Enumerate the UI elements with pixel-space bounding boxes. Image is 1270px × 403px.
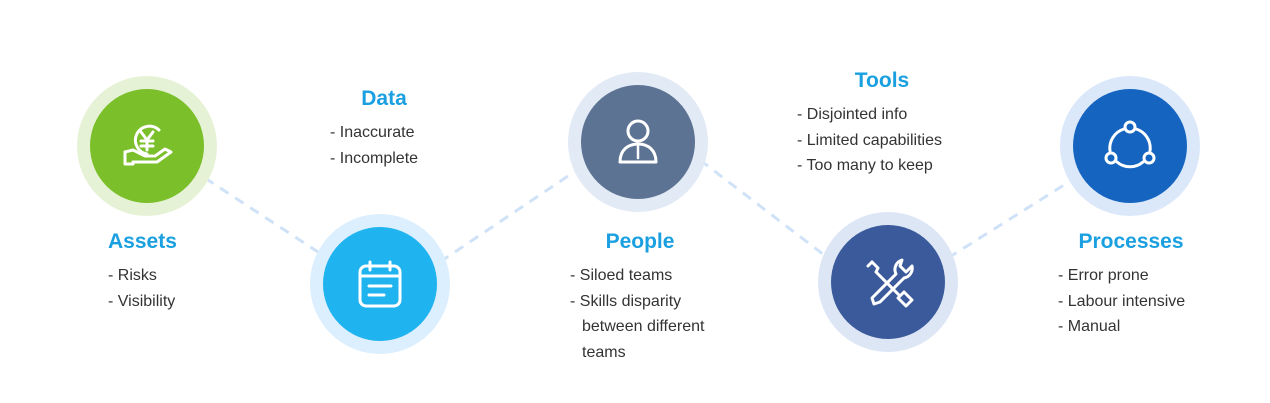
processes-text-block: Processes Error prone Labour intensive M… [1058, 229, 1248, 340]
people-title: People [605, 230, 675, 253]
people-text-block: People Siloed teams Skills disparity bet… [570, 229, 720, 365]
assets-text-block: Assets Risks Visibility [108, 229, 278, 314]
tools-list: Disjointed info Limited capabilities Too… [797, 102, 997, 179]
people-item: Skills disparity between different teams [570, 289, 720, 366]
tools-item: Limited capabilities [797, 128, 997, 154]
tools-circle [818, 212, 958, 352]
assets-item: Visibility [108, 289, 278, 315]
connector-people-tools [699, 158, 829, 260]
tools-icon [866, 258, 914, 308]
connector-data-people [439, 166, 581, 264]
data-circle [310, 214, 450, 354]
tools-text-block: Tools Disjointed info Limited capabiliti… [797, 68, 997, 179]
processes-item: Labour intensive [1058, 289, 1248, 315]
processes-item: Error prone [1058, 263, 1248, 289]
money-hand-icon [123, 124, 173, 166]
data-item: Incomplete [330, 146, 500, 172]
processes-list: Error prone Labour intensive Manual [1058, 263, 1248, 340]
assets-item: Risks [108, 263, 278, 289]
tools-item: Disjointed info [797, 102, 997, 128]
people-item: Siloed teams [570, 263, 720, 289]
assets-title: Assets [108, 230, 177, 253]
processes-circle [1060, 76, 1200, 216]
connector-tools-processes [947, 178, 1073, 260]
tools-item: Too many to keep [797, 153, 997, 179]
calendar-icon [358, 260, 402, 308]
data-item: Inaccurate [330, 120, 500, 146]
people-circle [568, 72, 708, 212]
data-text-block: Data Inaccurate Incomplete [330, 86, 500, 171]
connector-assets-data [204, 176, 319, 254]
data-list: Inaccurate Incomplete [330, 120, 500, 171]
processes-item: Manual [1058, 314, 1248, 340]
assets-circle [77, 76, 217, 216]
cycle-icon [1104, 120, 1156, 169]
people-list: Siloed teams Skills disparity between di… [570, 263, 720, 365]
assets-list: Risks Visibility [108, 263, 278, 314]
processes-title: Processes [1078, 230, 1184, 253]
data-title: Data [361, 87, 407, 110]
tools-title: Tools [854, 69, 910, 92]
person-icon [618, 119, 658, 164]
